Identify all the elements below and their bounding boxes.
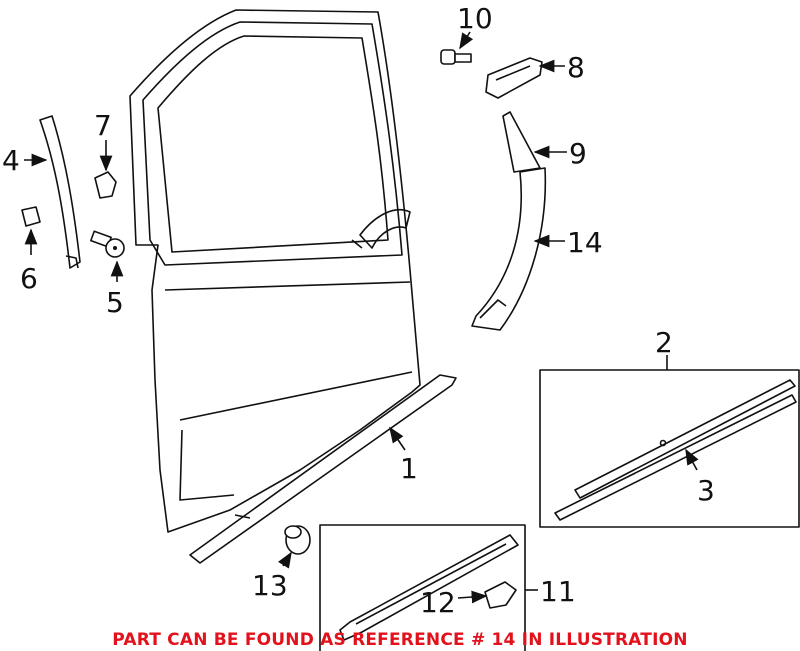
part-4-pillar-trim [39, 115, 81, 269]
part-8-trim-cap [485, 57, 543, 99]
door-handle [351, 209, 411, 249]
callout-2: 2 [655, 326, 673, 359]
callout-3: 3 [697, 474, 715, 507]
part-5-bolt [90, 230, 125, 258]
callout-8: 8 [567, 51, 585, 84]
callout-10: 10 [457, 2, 493, 35]
callout-9: 9 [569, 137, 587, 170]
reference-note: PART CAN BE FOUND AS REFERENCE # 14 IN I… [112, 630, 688, 650]
callout-7: 7 [94, 109, 112, 142]
part-9-triangle-trim [502, 111, 541, 173]
part-1-door-molding [189, 374, 457, 564]
callout-14: 14 [567, 226, 603, 259]
callout-6: 6 [20, 262, 38, 295]
part-2-assembly-box [539, 369, 800, 528]
part-6-clip [21, 206, 41, 227]
part-14-curved-trim [471, 167, 547, 331]
part-12-clip [484, 581, 517, 609]
part-13-bushing [284, 525, 311, 555]
part-7-clip [94, 171, 117, 199]
callout-5: 5 [106, 286, 124, 319]
callout-13: 13 [252, 569, 288, 602]
part-10-bolt [440, 49, 472, 65]
callout-1: 1 [400, 452, 418, 485]
callout-4: 4 [2, 144, 20, 177]
callout-12: 12 [420, 586, 456, 619]
rear-door-shell [129, 9, 421, 533]
callout-11: 11 [540, 575, 576, 608]
part-2-molding-assembly [554, 379, 797, 521]
